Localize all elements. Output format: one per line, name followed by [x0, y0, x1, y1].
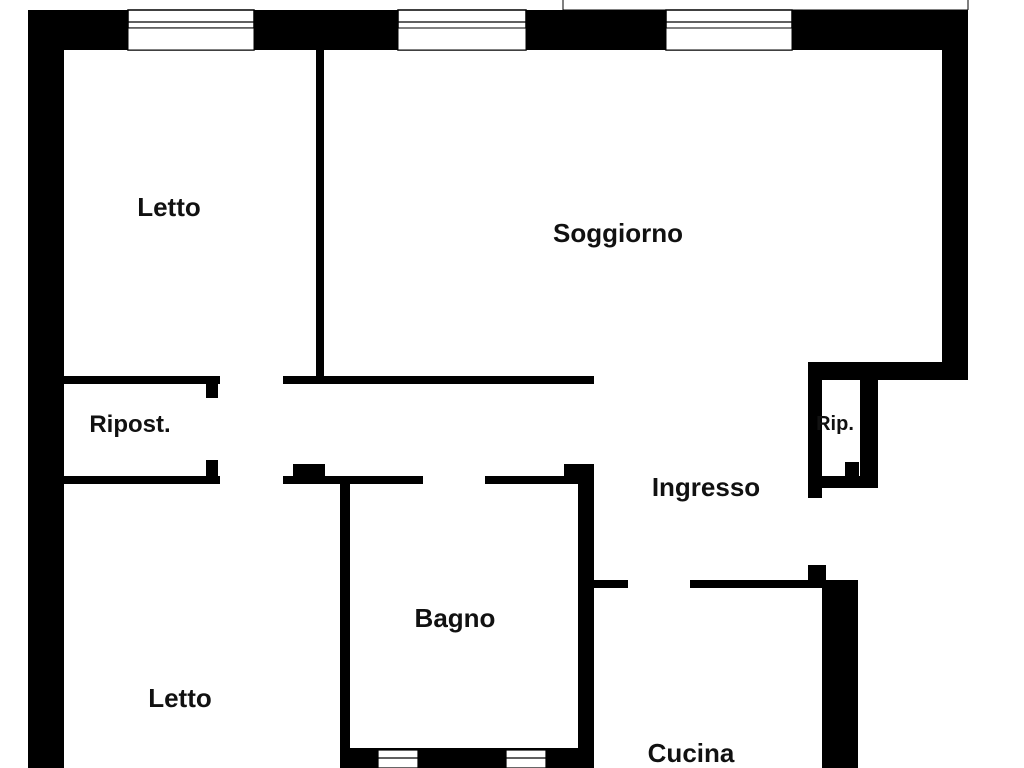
room-label-soggiorno: Soggiorno: [553, 218, 683, 248]
window-soggiorno-2: [665, 9, 793, 51]
room-label-cucina: Cucina: [648, 738, 735, 768]
room-label-rip: Rip.: [816, 413, 854, 435]
room-label-bagno: Bagno: [415, 603, 496, 633]
room-label-ripostiglio: Ripost.: [89, 411, 170, 438]
window-letto-top: [127, 9, 255, 51]
interior-walls: [64, 48, 830, 768]
room-label-letto-top: Letto: [137, 192, 201, 222]
room-label-ingresso: Ingresso: [652, 472, 760, 502]
window-soggiorno-1: [397, 9, 527, 51]
room-label-letto-bottom: Letto: [148, 683, 212, 713]
exterior-walls: [28, 10, 968, 768]
window-bagno: [377, 749, 547, 768]
top-edge-line: [562, 0, 969, 11]
